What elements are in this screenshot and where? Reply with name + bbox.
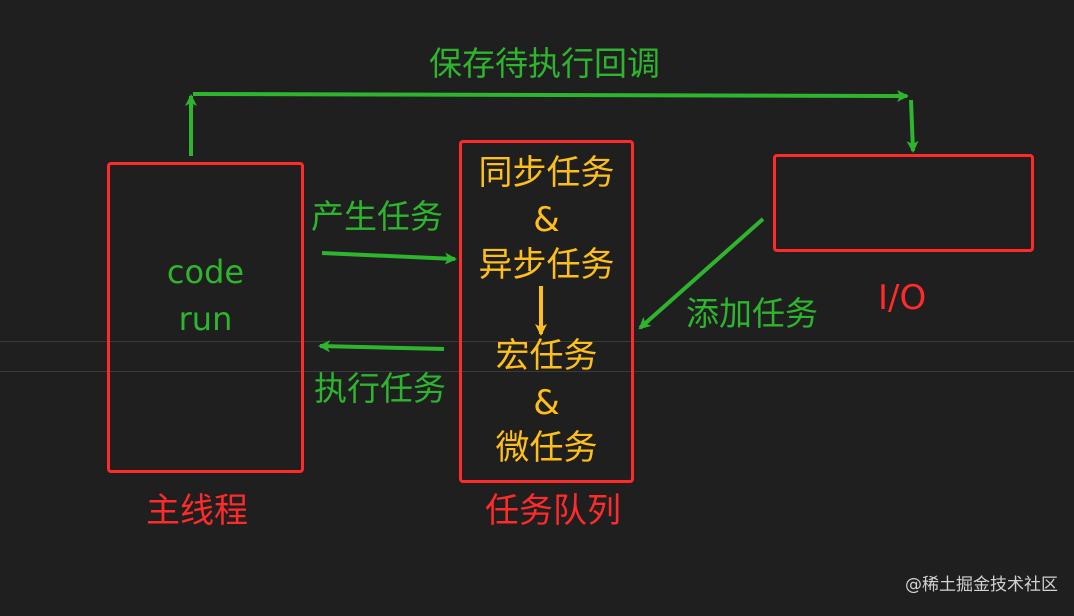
- main-thread-box: [107, 162, 304, 473]
- queue-line-1: 同步任务: [478, 153, 615, 193]
- queue-line-4: 宏任务: [495, 336, 598, 376]
- background-guide-line: [0, 371, 1074, 372]
- main-thread-code-line-2: run: [178, 300, 233, 338]
- produce-task-label: 产生任务: [311, 197, 443, 236]
- top-callback-arrow: [906, 99, 919, 153]
- add-task-label: 添加任务: [686, 294, 818, 333]
- queue-line-6: 微任务: [495, 428, 598, 468]
- main-thread-code-line-1: code: [166, 253, 245, 291]
- add-task-arrow: [638, 217, 765, 330]
- execute-task-arrow: [318, 340, 445, 353]
- produce-task-arrow: [321, 251, 457, 265]
- main-thread-caption: 主线程: [146, 491, 248, 531]
- task-queue-box: [459, 140, 634, 483]
- queue-line-3: 异步任务: [478, 245, 615, 285]
- task-queue-caption: 任务队列: [485, 491, 621, 531]
- top-callback-arrow: [192, 89, 909, 102]
- watermark-text: @稀土掘金技术社区: [905, 575, 1058, 595]
- queue-line-2: &: [533, 200, 560, 240]
- background-guide-line: [0, 341, 1074, 342]
- top-label: 保存待执行回调: [429, 44, 660, 83]
- io-caption: I/O: [878, 278, 927, 318]
- execute-task-label: 执行任务: [314, 369, 446, 408]
- io-box: [773, 154, 1034, 252]
- queue-line-5: &: [533, 383, 560, 423]
